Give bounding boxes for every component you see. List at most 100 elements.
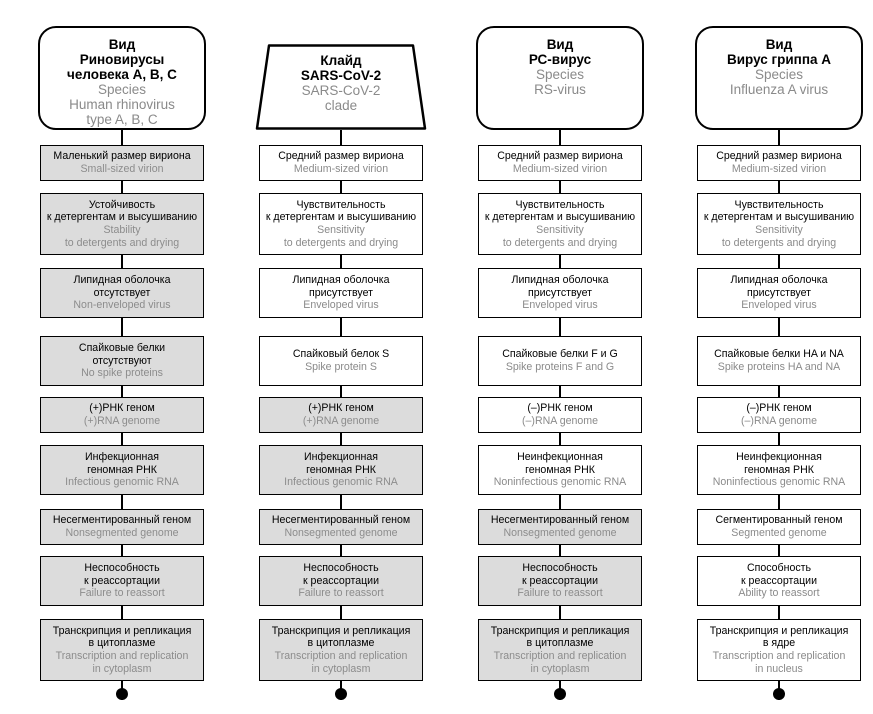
header-title-ru: РС-вирус [528, 52, 592, 67]
trait-label-ru: присутствует [528, 286, 592, 299]
trait-label-en: Infectious genomic RNA [65, 476, 179, 489]
trait-label-en: in nucleus [755, 662, 803, 675]
trait-label-ru: Транскрипция и репликация [52, 624, 192, 637]
end-dot [773, 688, 785, 700]
trait-label-ru: Чувствительность [296, 198, 386, 211]
trait-label-ru: отсутствуют [92, 354, 152, 367]
trait-label-en: Segmented genome [731, 527, 827, 539]
trait-label-en: Noninfectious genomic RNA [712, 476, 846, 489]
trait-label-en: Medium-sized virion [293, 163, 389, 175]
trait-label-en: Spike proteins HA and NA [717, 361, 841, 373]
trait-label-ru: Спайковый белок S [292, 348, 390, 361]
end-dot [116, 688, 128, 700]
trait-label-ru: Способность [746, 562, 812, 575]
trait-label-en: Sensitivity [755, 224, 803, 236]
trait-label-en: (–)RNA genome [741, 415, 817, 427]
trait-label-ru: Инфекционная [85, 451, 159, 464]
trait-label-ru: Маленький размер вириона [53, 150, 191, 163]
trait-label-en: Transcription and replication [493, 650, 627, 662]
header-title-en: Species [754, 67, 804, 82]
trait-label-ru: к детергентам и высушиванию [265, 211, 417, 224]
header-title-en: type A, B, C [86, 112, 158, 127]
trait-label-ru: Несегментированный геном [271, 514, 411, 527]
trait-label-ru: к реассортации [302, 574, 380, 587]
trait-label-ru: Липидная оболочка [730, 274, 828, 287]
header-title-en: Human rhinovirus [69, 97, 175, 112]
trait-label-en: to detergents and drying [502, 236, 618, 249]
trait-label-en: Enveloped virus [303, 299, 379, 312]
trait-label-ru: Чувствительность [515, 198, 605, 211]
trait-label-en: Stability [103, 224, 141, 236]
trait-label-ru: присутствует [747, 286, 811, 299]
header-title-ru: SARS-CoV-2 [300, 68, 382, 83]
trait-label-en: to detergents and drying [64, 236, 180, 249]
trait-label-en: Enveloped virus [522, 299, 598, 312]
trait-label-ru: (–)РНК геном [527, 402, 593, 415]
header-title-ru: Вирус гриппа A [726, 52, 832, 67]
trait-label-ru: к детергентам и высушиванию [46, 211, 198, 224]
trait-box: (–)РНК геном(–)RNA genome [478, 397, 642, 433]
trait-label-en: Transcription and replication [712, 650, 846, 662]
trait-label-en: Transcription and replication [274, 650, 408, 662]
trait-label-ru: Неспособность [522, 562, 598, 575]
trait-label-ru: Транскрипция и репликация [490, 624, 630, 637]
trait-label-ru: отсутствует [93, 286, 151, 299]
trait-label-ru: геномная РНК [306, 463, 376, 476]
header-title-ru: человека A, B, C [67, 67, 177, 82]
trait-label-ru: к реассортации [83, 574, 161, 587]
trait-label-ru: геномная РНК [744, 463, 814, 476]
header-title-en: clade [324, 98, 358, 113]
trait-label-ru: Средний размер вириона [497, 150, 623, 163]
trait-label-ru: геномная РНК [525, 463, 595, 476]
trait-label-ru: Транскрипция и репликация [709, 624, 849, 637]
trait-label-en: (+)RNA genome [302, 415, 380, 427]
trait-label-ru: присутствует [309, 286, 373, 299]
header-title-ru: Клайд [320, 53, 362, 68]
trait-box: (+)РНК геном(+)RNA genome [40, 397, 204, 433]
trait-label-en: No spike proteins [81, 367, 163, 380]
trait-label-en: Noninfectious genomic RNA [493, 476, 627, 489]
header-title-ru: Вид [108, 37, 136, 52]
trait-label-ru: к реассортации [740, 574, 818, 587]
header-title-ru: Риновирусы [79, 52, 165, 67]
trait-box: (+)РНК геном(+)RNA genome [259, 397, 423, 433]
trait-label-en: Non-enveloped virus [73, 299, 171, 312]
trait-label-ru: Спайковые белки [78, 342, 166, 355]
trait-label-ru: в ядре [762, 637, 796, 650]
trait-label-en: Failure to reassort [298, 587, 384, 600]
trait-label-ru: Неспособность [303, 562, 379, 575]
trait-label-ru: Сегментированный геном [715, 514, 843, 527]
header-title-ru: Вид [546, 37, 574, 52]
trait-label-ru: Липидная оболочка [292, 274, 390, 287]
trait-label-ru: геномная РНК [87, 463, 157, 476]
